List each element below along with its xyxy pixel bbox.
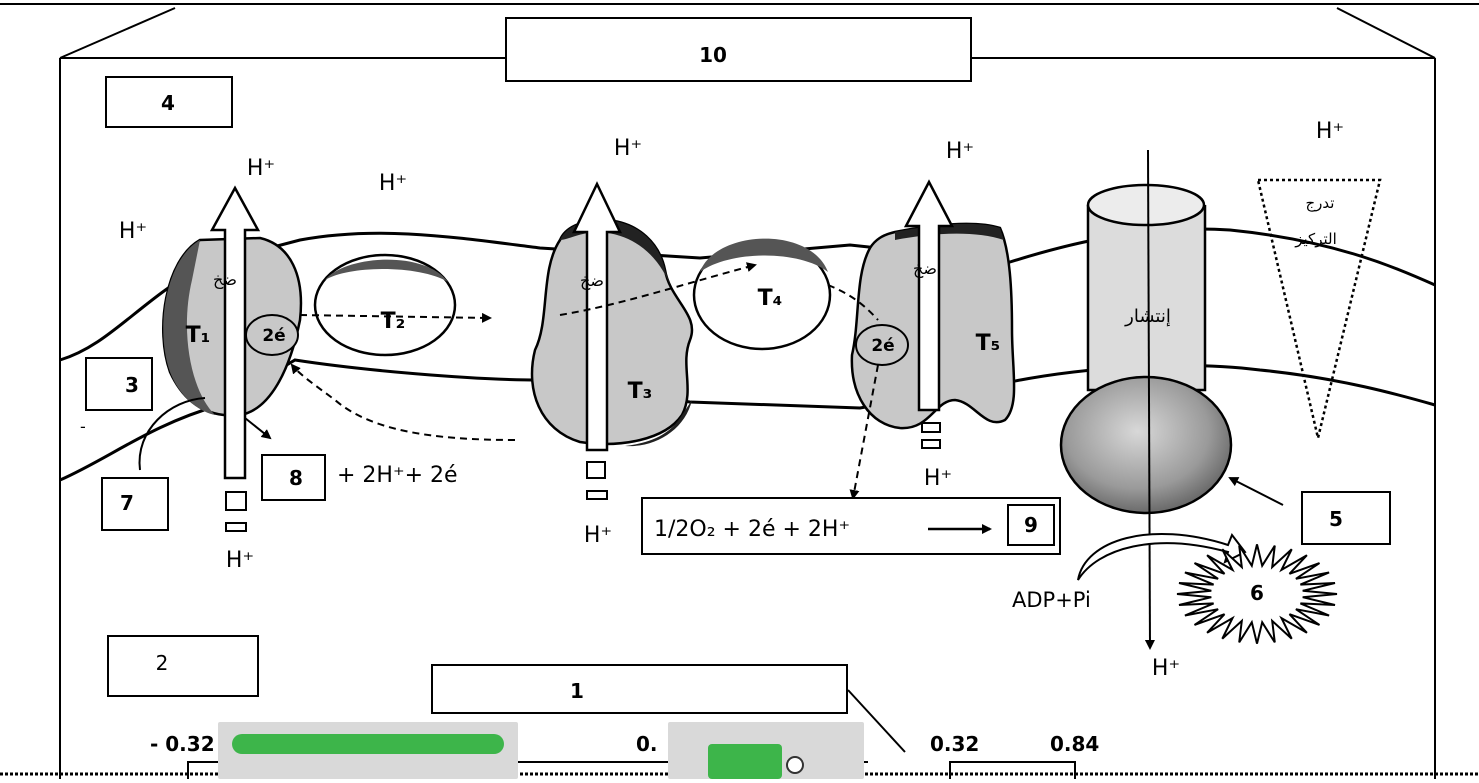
reaction-nadh: + 2H⁺+ 2é (337, 463, 458, 488)
h-plus-space-2: H⁺ (119, 219, 147, 244)
h-plus-space-1: H⁺ (379, 171, 407, 196)
overlay-banner-pill[interactable] (232, 734, 504, 754)
protein-t5: T₅ (976, 331, 1001, 356)
h-plus-t5-top: H⁺ (946, 139, 974, 164)
concentration-gradient-triangle (1258, 180, 1380, 438)
label-4: 4 (161, 91, 175, 115)
gradient-label-line1: تدرج (1306, 194, 1335, 213)
scale-value-2: 0.32 (930, 732, 979, 756)
scale-value-1: 0. (636, 732, 658, 756)
adp-pi-label: ADP+Pi (1012, 588, 1091, 612)
h-plus-space-3: H⁺ (1316, 119, 1344, 144)
h-plus-t3-top: H⁺ (614, 136, 642, 161)
electron-label-t1: 2é (262, 326, 285, 346)
h-plus-t1-bottom: H⁺ (226, 548, 254, 573)
complex-t3 (532, 220, 692, 446)
overlay-button-panel[interactable] (668, 722, 864, 779)
label-2: 2 (156, 651, 169, 675)
diffusion-label: إنتشار (1124, 306, 1171, 327)
overlay-banner[interactable] (218, 722, 518, 779)
edge-mark: - (80, 417, 86, 436)
protein-t1: T₁ (186, 323, 211, 348)
complex-t2 (315, 255, 455, 355)
pump-label-t5: ضخ (913, 259, 937, 279)
atp-synthase (1061, 185, 1231, 513)
scale-value-3: 0.84 (1050, 732, 1099, 756)
pump-label-t3: ضخ (580, 271, 604, 291)
h-plus-t5-bottom: H⁺ (924, 466, 952, 491)
label-8: 8 (289, 466, 303, 490)
electron-label-t5: 2é (871, 336, 894, 356)
h-plus-t3-bottom: H⁺ (584, 523, 612, 548)
cursor-icon (786, 756, 804, 774)
label-3: 3 (125, 373, 139, 397)
label-9: 9 (1024, 513, 1038, 537)
protein-t2: T₂ (381, 309, 406, 334)
reaction-water: 1/2O₂ + 2é + 2H⁺ (654, 517, 850, 542)
h-plus-t1-top: H⁺ (247, 156, 275, 181)
label-10: 10 (699, 43, 727, 67)
gradient-label-line2: التركيز (1294, 230, 1336, 248)
label-7: 7 (120, 491, 134, 515)
label-1: 1 (570, 679, 584, 703)
pump-label-t1: ضخ (213, 270, 237, 290)
label-5: 5 (1329, 507, 1343, 531)
h-plus-matrix: H⁺ (1152, 656, 1180, 681)
protein-t4: T₄ (758, 286, 783, 311)
overlay-green-button[interactable] (708, 744, 782, 779)
scale-value-0: - 0.32 (150, 732, 215, 756)
protein-t3: T₃ (628, 379, 653, 404)
label-6: 6 (1250, 581, 1264, 605)
